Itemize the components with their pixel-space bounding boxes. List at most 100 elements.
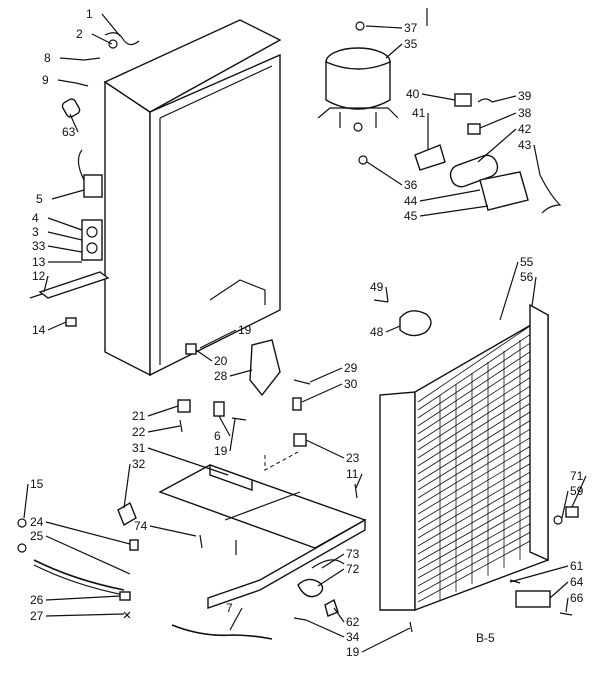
callout-label: 31 [132,441,146,455]
leader-line [229,369,253,377]
coil-tube [417,497,531,563]
callout-label: 19 [238,323,252,337]
leader-line [218,415,231,437]
callout-label: 37 [404,21,418,35]
callout-label: 14 [32,323,46,337]
callout-label: 74 [134,519,148,533]
callout-label: 7 [226,601,233,615]
callout-label: 39 [518,89,532,103]
callout-label: 42 [518,122,532,136]
leader-line [147,447,229,476]
coil-tube [417,360,531,435]
coil-tube [417,540,531,603]
callout-label: 4 [32,211,39,225]
callout-label: 20 [214,354,228,368]
leader-line [419,189,481,202]
callout-label: 19 [346,645,360,659]
fan-bracket-parts [409,506,579,633]
callout-label: 28 [214,369,228,383]
callout-label: 59 [570,484,584,498]
leader-line [69,113,79,133]
leader-line [51,189,85,200]
leader-line [565,597,569,613]
leader-line [149,525,197,537]
coil-tube [417,446,531,515]
coil-tube [417,463,531,531]
coil-tube [417,428,531,499]
leader-line [199,329,237,349]
leader-line [301,383,343,403]
leader-line [101,13,121,37]
coil-tube [417,403,531,475]
callout-label: 32 [132,457,146,471]
leader-line [91,33,113,45]
callout-label: 2 [76,27,83,41]
coil-tube [417,514,531,579]
base-pan [158,464,367,609]
callout-label: 13 [32,255,46,269]
callout-label: 48 [370,325,384,339]
leader-line [366,161,403,186]
callout-label: 34 [346,630,360,644]
coil-tube [417,334,531,411]
callout-label: 3 [32,225,39,239]
callout-label: 9 [42,73,49,87]
callout-label: 24 [30,515,44,529]
leader-line [45,535,131,575]
wire-harness-parts [29,32,140,327]
callout-label: 8 [44,51,51,65]
leader-line [549,581,569,599]
relay-overload-capacitor [414,93,562,214]
coil-tube [417,351,531,427]
leader-line [479,112,517,129]
callout-label: 63 [62,125,76,139]
leader-line [321,553,345,569]
callout-labels: 1289635433313121437354041393842433644451… [30,7,584,659]
coil-tube [417,471,531,539]
callout-label: 27 [30,609,44,623]
leader-line [499,261,519,321]
leader-line [477,128,517,163]
callout-label: 72 [346,562,360,576]
callout-label: 38 [518,106,532,120]
leader-line [147,405,179,417]
leader-line [305,619,345,638]
tube-clamp [373,299,432,337]
page-code: B-5 [476,631,495,645]
leader-line [355,473,363,489]
leader-line [43,275,49,293]
leader-line [509,565,569,583]
callout-label: 55 [520,255,534,269]
leader-line [47,245,83,253]
callout-label: 43 [518,138,532,152]
coil-tube [417,385,531,459]
callout-label: 26 [30,593,44,607]
callout-label: 62 [346,615,360,629]
leader-lines [23,13,587,653]
leader-line [23,483,29,519]
callout-label: 40 [406,87,420,101]
leader-line [47,217,83,231]
coil-tube [417,523,531,587]
leader-line [361,627,411,653]
callout-label: 12 [32,269,46,283]
callout-label: 71 [570,469,584,483]
leader-line [419,205,489,217]
compressor [317,21,399,165]
coil-tube [417,480,531,547]
condenser-coil [379,303,549,612]
callout-label: 56 [520,270,534,284]
coil-tube [417,377,531,451]
leader-line [317,568,345,587]
leader-line [491,95,517,103]
leader-line [57,79,77,84]
leader-line [45,595,121,601]
callout-label: 30 [344,377,358,391]
callout-label: 5 [36,192,43,206]
leader-line [385,43,403,59]
coil-tube [417,325,531,403]
leader-line [309,367,343,383]
leader-line [123,463,131,509]
